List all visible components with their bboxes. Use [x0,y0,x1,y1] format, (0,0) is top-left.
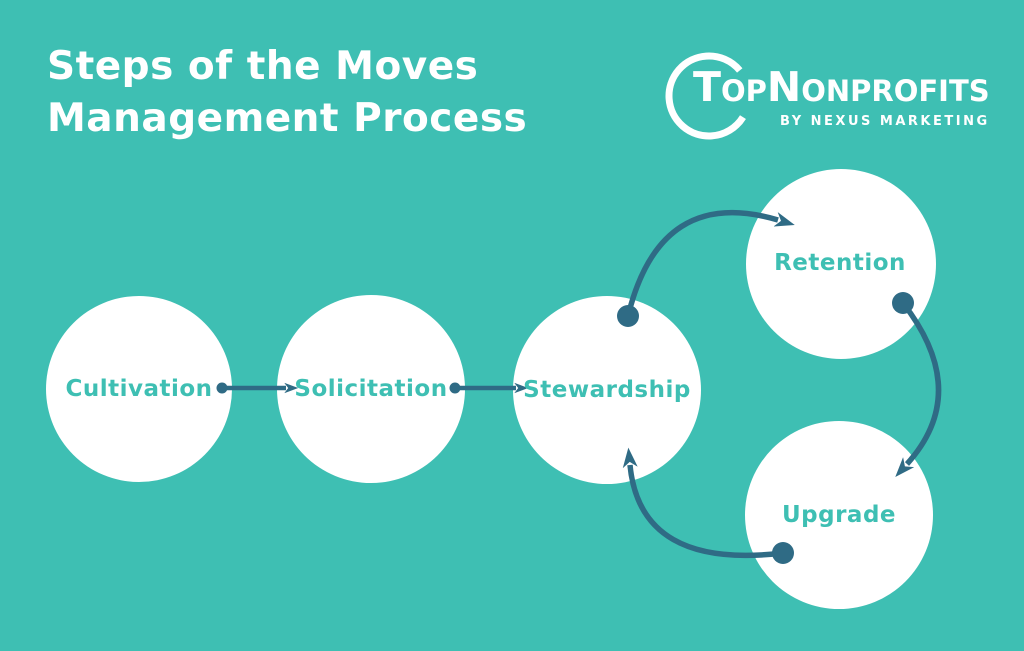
connector-dot-cultivation [216,382,228,394]
step-circle-cultivation [46,296,232,482]
connector-retention-upgrade [895,301,942,477]
step-label-upgrade: Upgrade [781,502,897,528]
connector-dot-upgrade [772,542,794,564]
logo-ring-icon [665,52,753,140]
connector-dot-stewardship [617,305,639,327]
page-title-line1: Steps of the Moves [47,44,479,89]
page-title-line2: Management Process [47,96,528,141]
step-label-cultivation: Cultivation [65,376,213,402]
logo-wordmark: TopNonprofits [693,63,990,111]
connector-stewardship-retention [625,209,795,317]
brand-logo: TopNonprofits BY NEXUS MARKETING [665,52,990,140]
step-label-solicitation: Solicitation [294,376,448,402]
step-label-retention: Retention [774,250,906,276]
step-circle-solicitation [277,295,465,483]
step-circle-stewardship [513,296,701,484]
step-circle-upgrade [745,421,933,609]
step-label-stewardship: Stewardship [523,377,691,403]
page-title: Steps of the Moves Management Process [47,41,527,145]
connector-upgrade-stewardship [622,447,784,559]
connector-dot-solicitation [449,382,461,394]
connector-dot-retention [892,292,914,314]
logo-tagline: BY NEXUS MARKETING [780,114,990,129]
